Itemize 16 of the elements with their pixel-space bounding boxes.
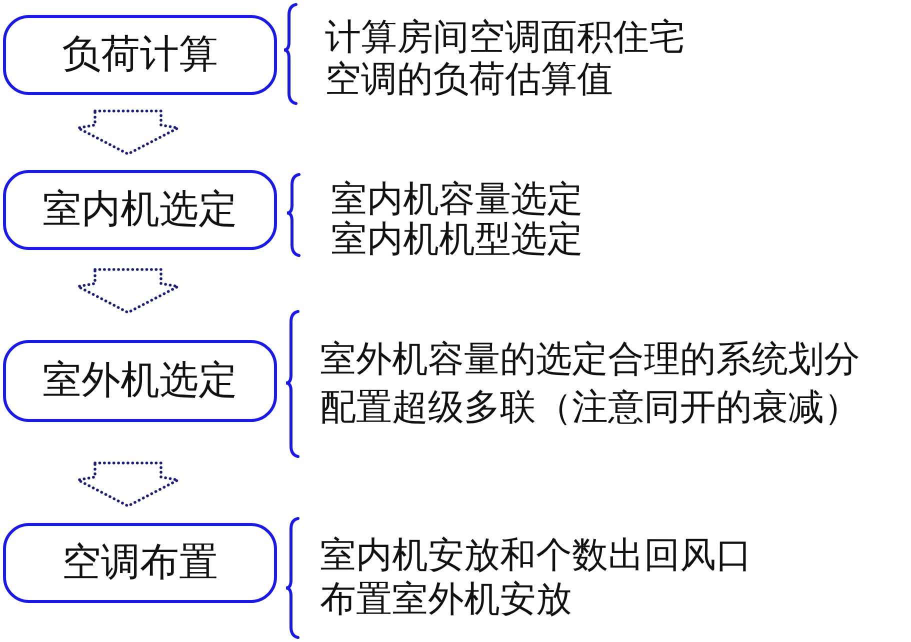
step-label: 室外机选定 — [42, 358, 238, 404]
process-box — [3, 340, 277, 422]
description-text: 空调的负荷估算值 — [325, 59, 613, 101]
process-box — [3, 523, 277, 603]
process-box — [3, 170, 277, 250]
description-text: 布置室外机安放 — [320, 578, 572, 622]
step-label: 负荷计算 — [62, 32, 218, 78]
description-text: 室内机安放和个数出回风口 — [320, 534, 752, 578]
description-text: 室内机容量选定 — [331, 180, 583, 220]
step-label: 室内机选定 — [42, 188, 238, 232]
step-label: 空调布置 — [62, 540, 218, 586]
description-text: 计算房间空调面积住宅 — [325, 17, 685, 59]
description-text: 室内机机型选定 — [331, 220, 583, 260]
description-text: 室外机容量的选定合理的系统划分 — [320, 338, 860, 382]
process-box — [3, 15, 277, 95]
description-text: 配置超级多联（注意同开的衰减） — [320, 386, 860, 430]
